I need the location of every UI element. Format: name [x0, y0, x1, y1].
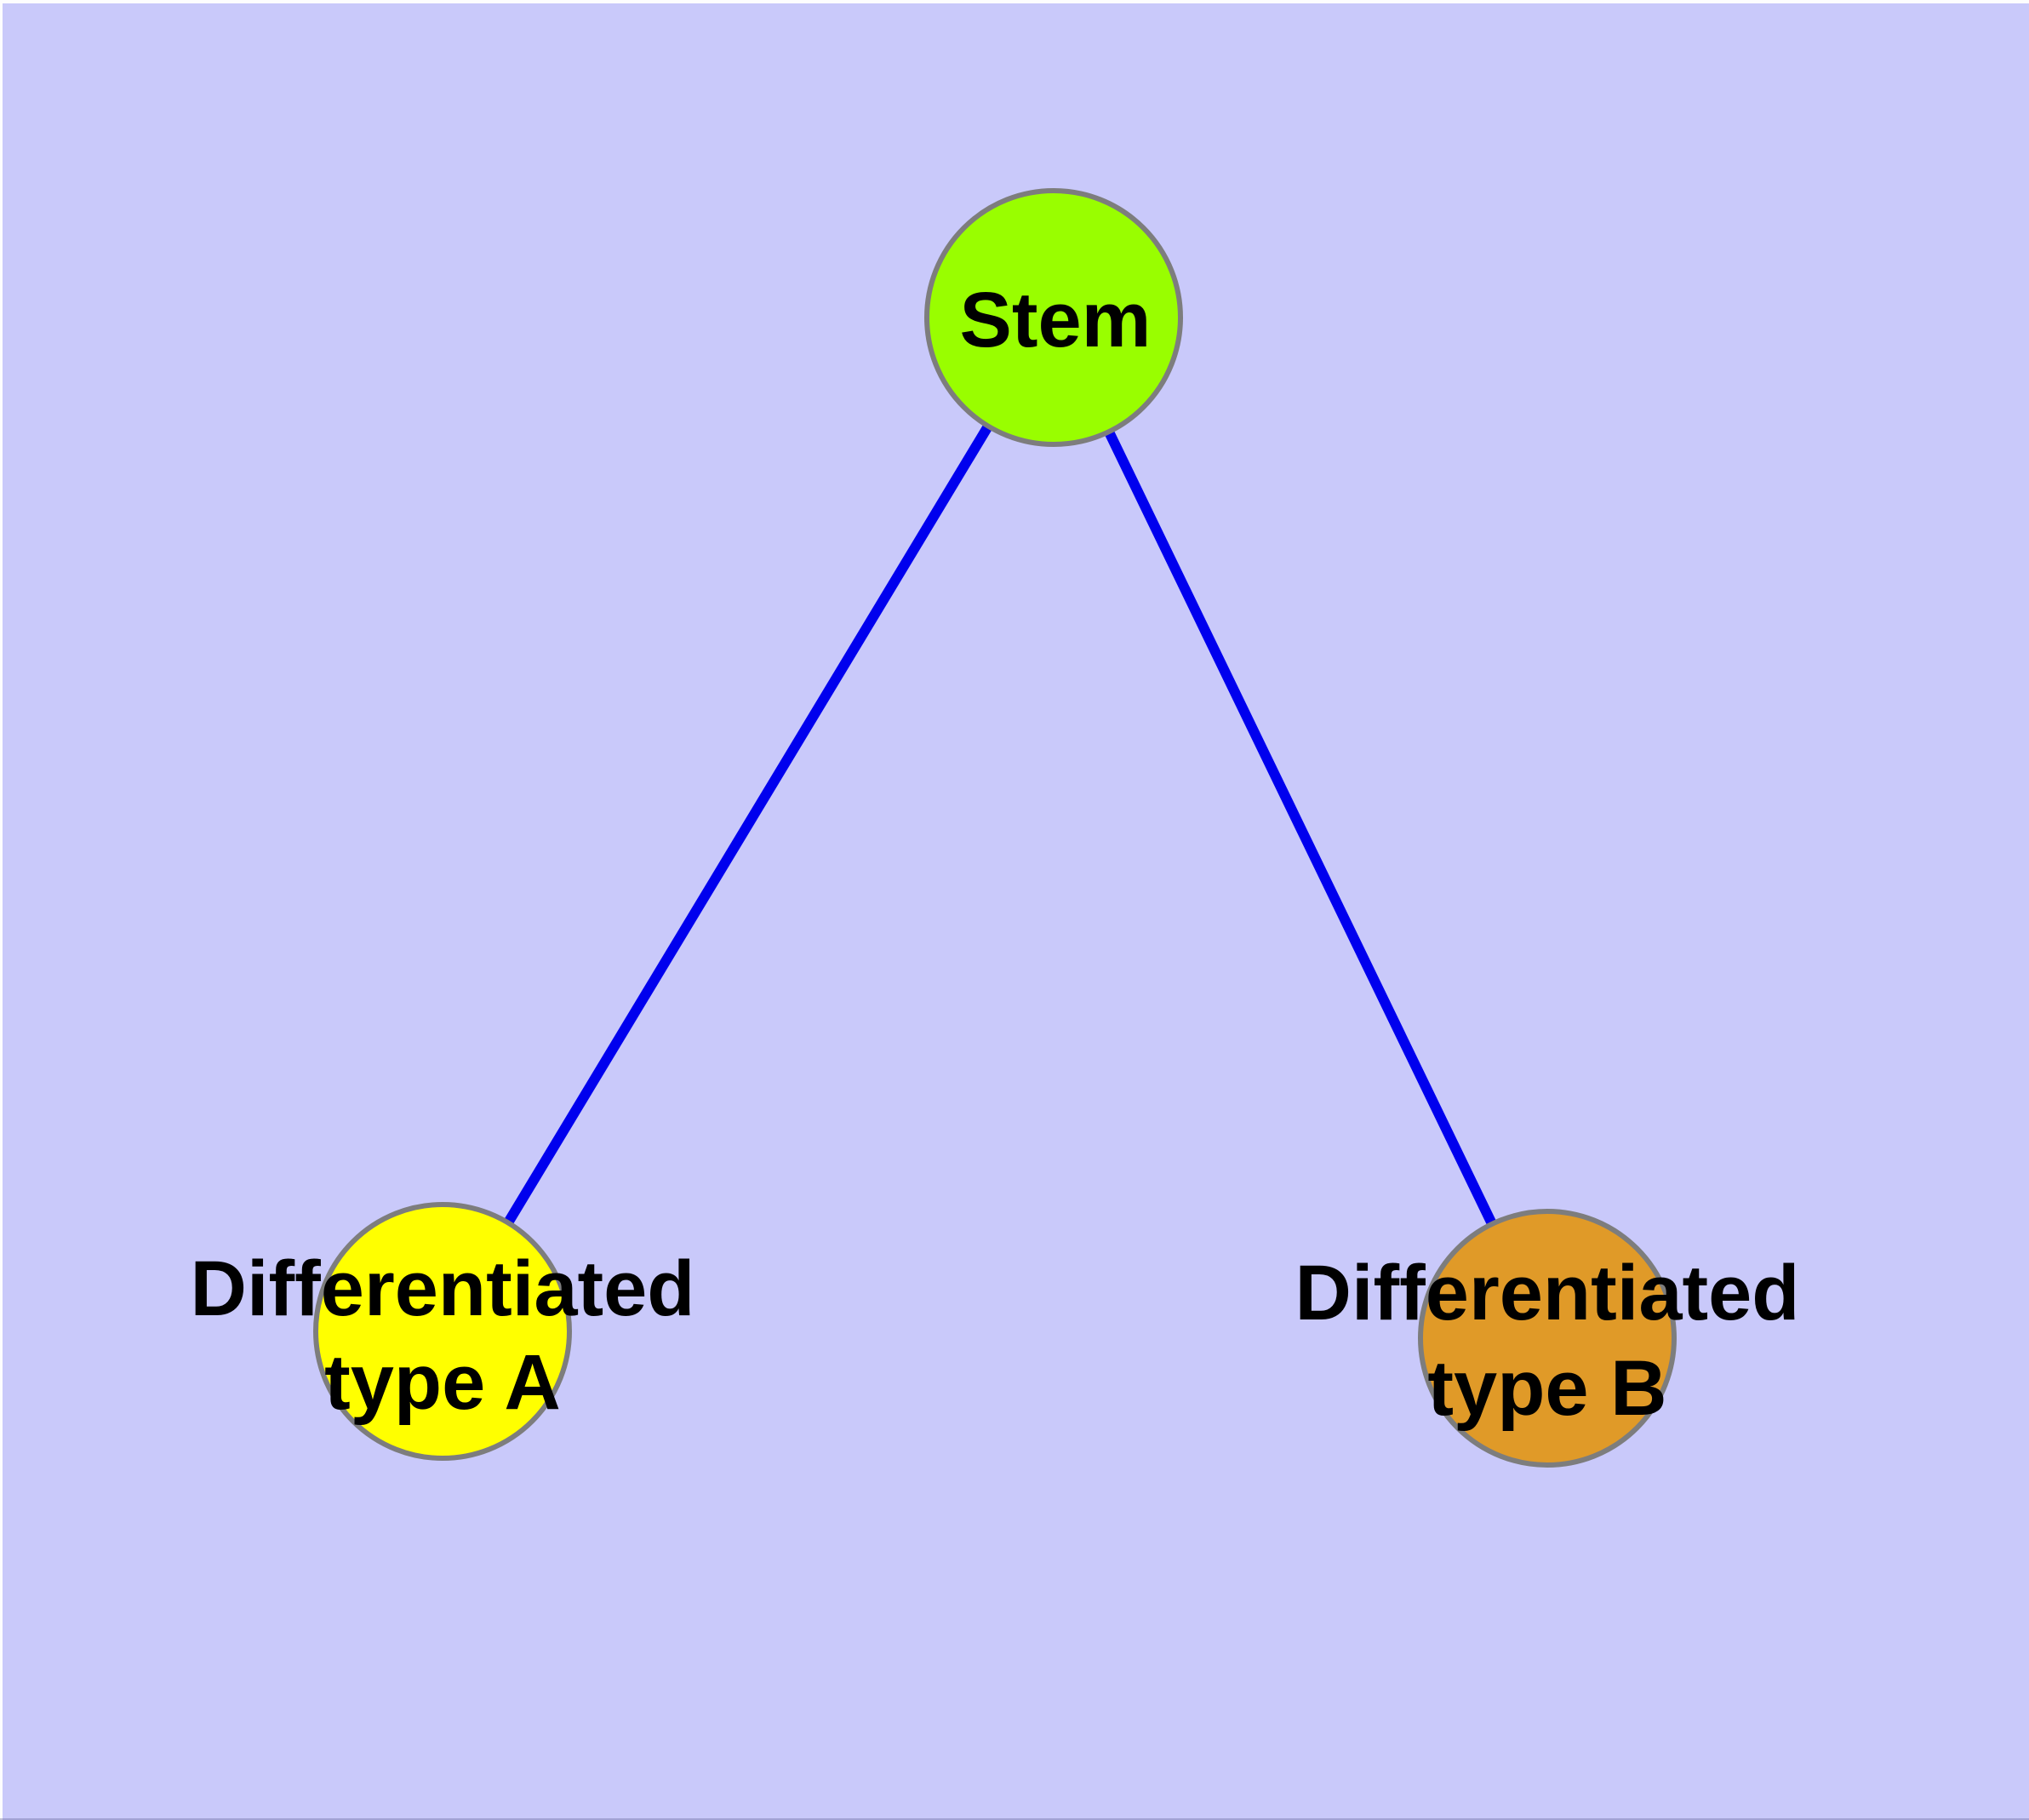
node-differentiated-type-a-circle[interactable]	[313, 1202, 572, 1461]
edge-stem-to-differentiated-type-b	[1049, 315, 1552, 1341]
node-stem-circle[interactable]	[924, 188, 1183, 447]
node-differentiated-type-b-circle[interactable]	[1418, 1209, 1677, 1468]
edge-stem-to-differentiated-type-a	[437, 314, 1059, 1335]
node-stem[interactable]: Stem	[924, 188, 1183, 447]
